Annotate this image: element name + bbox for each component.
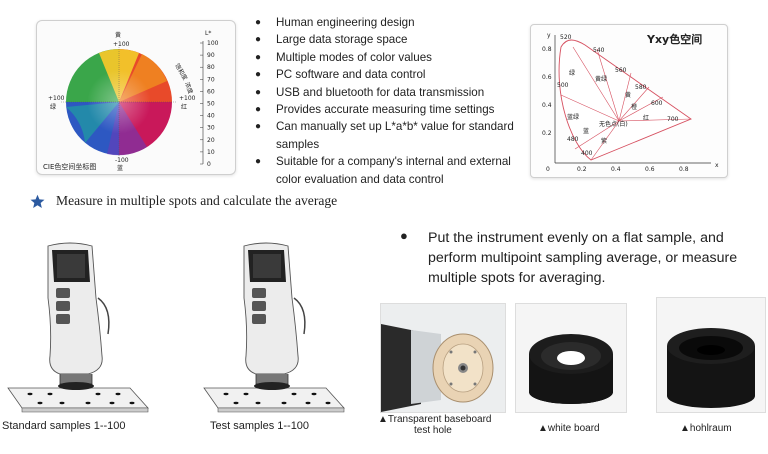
cie-left-label: 绿	[50, 103, 56, 111]
colorimeter-test-icon	[203, 242, 345, 413]
test-samples-caption: Test samples 1--100	[210, 420, 310, 432]
colorimeter-standard-icon	[7, 242, 149, 413]
l-tick-label: 80	[207, 64, 215, 71]
cie-left-value: +100	[48, 95, 65, 102]
standard-samples-caption: Standard samples 1--100	[2, 420, 126, 432]
region-label: 蓝绿	[567, 113, 579, 121]
feature-item: Can manually set up L*a*b* value for sta…	[252, 118, 522, 153]
wavelength-label: 560	[615, 67, 627, 74]
wavelength-label: 400	[581, 150, 593, 157]
hue-label: 浓度	[183, 81, 195, 95]
l-tick-label: 20	[207, 137, 215, 144]
l-tick-label: 60	[207, 88, 215, 95]
wavelength-label: 520	[560, 34, 572, 41]
wavelength-label: 600	[651, 100, 663, 107]
white-board-photo	[515, 303, 627, 413]
yxy-y-axis: y	[547, 32, 551, 39]
cie-bottom-label: 蓝	[117, 164, 123, 172]
region-label: 无色点(白)	[599, 120, 628, 128]
color-wheel	[61, 45, 177, 159]
white-board-caption: ▲white board	[538, 423, 600, 434]
hohlraum-photo	[656, 297, 766, 413]
wavelength-label: 480	[567, 136, 579, 143]
yxy-x-tick-label: 0.2	[577, 166, 587, 173]
yxy-x-tick-label: 0.6	[645, 166, 655, 173]
l-tick-label: 30	[207, 125, 215, 132]
yxy-title: Yxy色空间	[647, 33, 703, 46]
l-tick-label: 40	[207, 113, 215, 120]
region-label: 紫	[601, 137, 607, 145]
l-tick-label: 90	[207, 52, 215, 59]
feature-item: PC software and data control	[252, 66, 522, 84]
feature-item: Suitable for a company's internal and ex…	[252, 153, 522, 188]
yxy-y-tick-label: 0.2	[542, 130, 552, 137]
baseboard-caption-line2: test hole	[414, 425, 452, 436]
cie-right-value: +100	[179, 95, 196, 102]
headline: Measure in multiple spots and calculate …	[56, 193, 338, 208]
yxy-x-tick-label: 0.4	[611, 166, 621, 173]
region-label: 橙	[631, 103, 637, 111]
wavelength-label: 500	[557, 82, 569, 89]
hohlraum-caption: ▲hohlraum	[680, 423, 732, 434]
l-tick-label: 10	[207, 149, 215, 156]
feature-item: Human engineering design	[252, 14, 522, 32]
wavelength-label: 540	[593, 47, 605, 54]
region-label: 绿	[569, 69, 575, 77]
cie-caption: CIE色空间坐标图	[43, 163, 97, 171]
instruction-text: Put the instrument evenly on a flat samp…	[428, 230, 738, 286]
region-label: 红	[643, 114, 649, 122]
saturation-label: 饱和度	[173, 62, 189, 82]
l-tick-label: 0	[207, 161, 211, 168]
feature-item: Provides accurate measuring time setting…	[252, 101, 522, 119]
transparent-baseboard-photo	[380, 303, 506, 413]
cie-top-label: 黄	[115, 31, 121, 39]
yxy-origin: 0	[546, 166, 550, 173]
region-label: 蓝	[583, 127, 589, 135]
l-tick-label: 100	[207, 40, 219, 47]
yxy-y-tick-label: 0.8	[542, 46, 552, 53]
l-tick-label: 50	[207, 101, 215, 108]
feature-item: Large data storage space	[252, 31, 522, 49]
wavelength-label: 700	[667, 116, 679, 123]
wavelength-label: 580	[635, 84, 647, 91]
l-axis-label: L*	[205, 30, 211, 37]
yxy-y-tick-label: 0.4	[542, 102, 552, 109]
baseboard-caption-line1: ▲Transparent baseboard	[378, 414, 492, 425]
l-tick-label: 70	[207, 76, 215, 83]
star-icon	[30, 194, 45, 208]
yxy-x-tick-label: 0.8	[679, 166, 689, 173]
feature-list: Human engineering design Large data stor…	[252, 14, 522, 188]
test-samples-illustration	[196, 238, 356, 418]
cie-bottom-value: -100	[115, 157, 129, 164]
cie-right-label: 红	[181, 103, 187, 111]
feature-item: USB and bluetooth for data transmission	[252, 84, 522, 102]
feature-item: Multiple modes of color values	[252, 49, 522, 67]
standard-samples-illustration	[0, 238, 160, 418]
cie-top-value: +100	[113, 41, 130, 48]
region-label: 黄绿	[595, 75, 607, 83]
yxy-x-axis: x	[715, 162, 719, 169]
instruction-bullet-icon: ●	[400, 228, 408, 243]
region-label: 黄	[625, 91, 631, 99]
yxy-y-tick-label: 0.6	[542, 74, 552, 81]
